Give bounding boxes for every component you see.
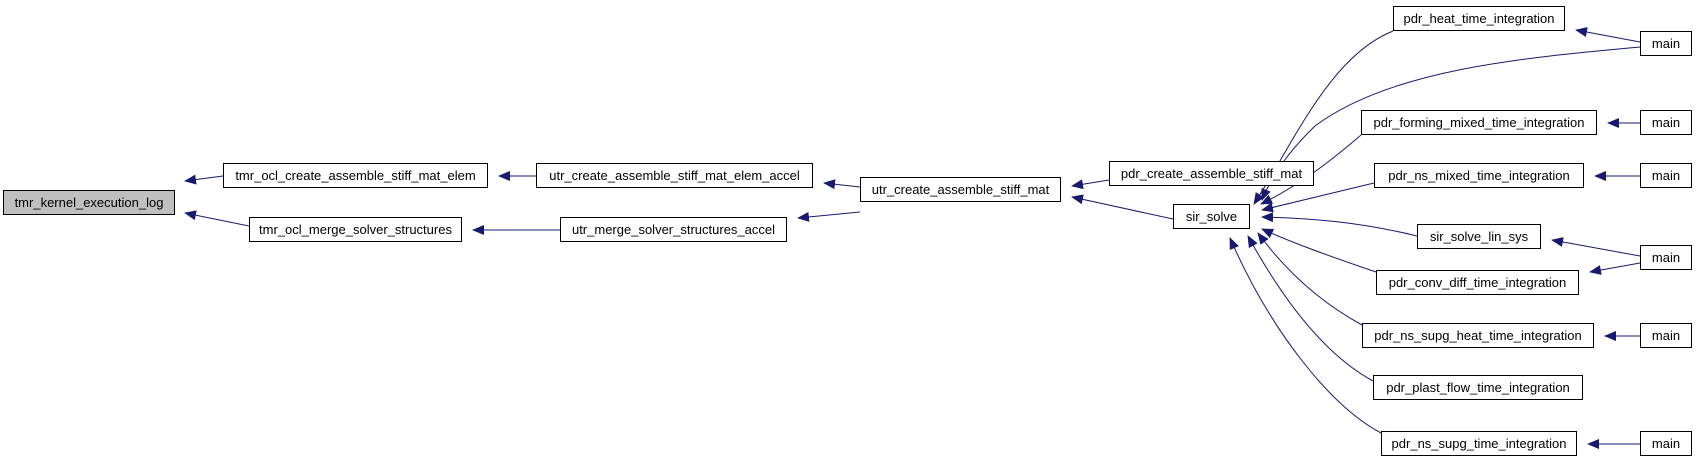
node-main-1[interactable]: main	[1640, 31, 1692, 56]
edge-ocl-merge-to-kernel-log	[184, 210, 250, 227]
edge-utr-create-to-utr-merge-accel	[797, 211, 861, 222]
node-pdr-heat-time-integration[interactable]: pdr_heat_time_integration	[1393, 6, 1565, 31]
edge-pdr-plast-flow-to-sir-solve	[1247, 235, 1374, 382]
node-utr-create-assemble-stiff-mat[interactable]: utr_create_assemble_stiff_mat	[860, 177, 1061, 202]
node-tmr-kernel-execution-log: tmr_kernel_execution_log	[3, 190, 175, 215]
node-sir-solve-lin-sys[interactable]: sir_solve_lin_sys	[1417, 224, 1541, 249]
edge-main4-to-sir-solve-lin-sys	[1551, 237, 1641, 257]
node-main-5[interactable]: main	[1640, 323, 1692, 348]
node-utr-merge-solver-structures-accel[interactable]: utr_merge_solver_structures_accel	[560, 217, 787, 242]
edge-utr-create-to-utr-elem-accel	[823, 179, 861, 190]
node-pdr-plast-flow-time-integration[interactable]: pdr_plast_flow_time_integration	[1373, 375, 1583, 400]
edge-pdr-ns-mixed-to-sir-solve	[1261, 182, 1375, 213]
edge-main4-to-pdr-conv-diff	[1589, 262, 1641, 275]
node-tmr-ocl-merge-solver-structures[interactable]: tmr_ocl_merge_solver_structures	[249, 217, 462, 242]
node-tmr-ocl-create-assemble-stiff-mat-elem[interactable]: tmr_ocl_create_assemble_stiff_mat_elem	[223, 163, 488, 188]
edge-sir-solve-to-utr-create	[1071, 194, 1174, 220]
node-sir-solve[interactable]: sir_solve	[1173, 204, 1250, 229]
node-pdr-ns-mixed-time-integration[interactable]: pdr_ns_mixed_time_integration	[1374, 163, 1584, 188]
node-main-4[interactable]: main	[1640, 245, 1692, 270]
node-main-2[interactable]: main	[1640, 110, 1692, 135]
node-main-6[interactable]: main	[1640, 431, 1692, 456]
node-pdr-ns-supg-heat-time-integration[interactable]: pdr_ns_supg_heat_time_integration	[1362, 323, 1594, 348]
node-pdr-conv-diff-time-integration[interactable]: pdr_conv_diff_time_integration	[1376, 270, 1579, 295]
node-pdr-forming-mixed-time-integration[interactable]: pdr_forming_mixed_time_integration	[1361, 110, 1597, 135]
edge-pdr-forming-to-sir-solve	[1260, 134, 1362, 205]
edge-pdr-create-to-utr-create	[1071, 179, 1110, 190]
node-pdr-create-assemble-stiff-mat[interactable]: pdr_create_assemble_stiff_mat	[1109, 161, 1314, 186]
edge-sir-solve-lin-sys-to-sir-solve	[1261, 212, 1418, 237]
node-main-3[interactable]: main	[1640, 163, 1692, 188]
node-utr-create-assemble-stiff-mat-elem-accel[interactable]: utr_create_assemble_stiff_mat_elem_accel	[536, 163, 813, 188]
edge-pdr-ns-supg-heat-to-sir-solve	[1257, 232, 1363, 326]
edge-main1-to-pdr-heat	[1575, 27, 1641, 43]
edge-ocl-create-to-kernel-log	[184, 174, 224, 185]
edge-pdr-conv-diff-to-sir-solve	[1261, 228, 1377, 273]
node-pdr-ns-supg-time-integration[interactable]: pdr_ns_supg_time_integration	[1381, 431, 1577, 456]
edge-pdr-ns-supg-to-sir-solve	[1229, 237, 1382, 434]
